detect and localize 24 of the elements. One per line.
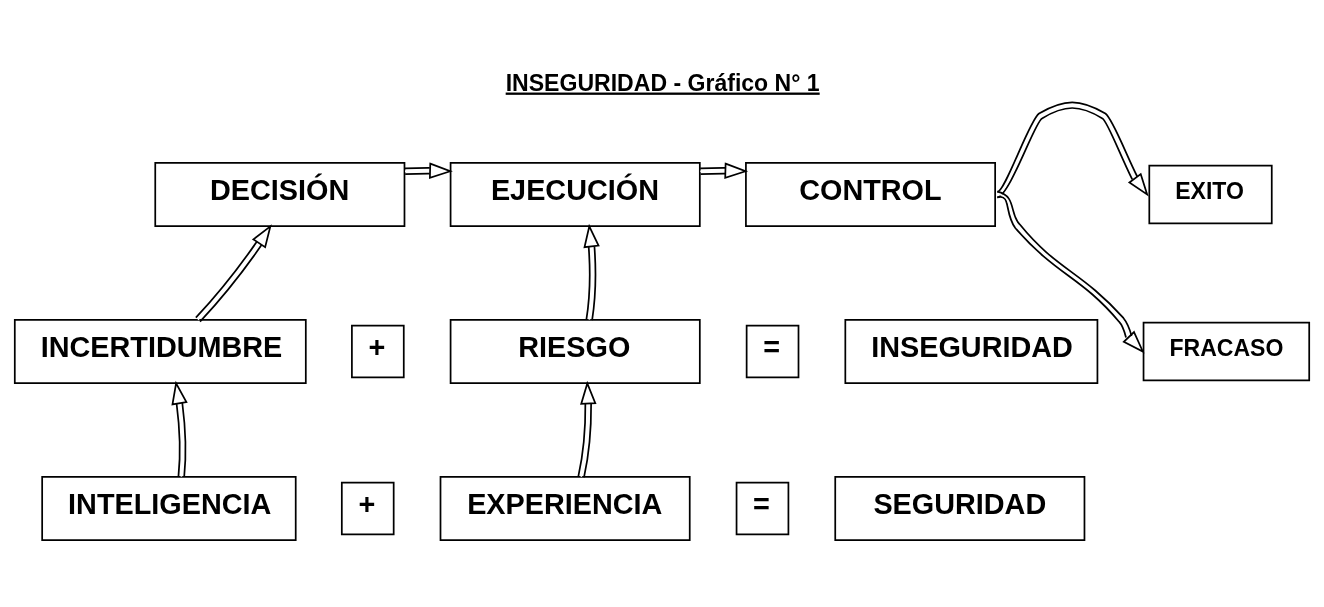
node-box: EXPERIENCIA [439,475,691,541]
arrow [699,161,749,179]
node-box: CONTROL [745,161,996,227]
node-box: SEGURIDAD [834,475,1086,541]
node-box: = [735,481,790,535]
node-box: DECISIÓN [154,161,406,227]
node-box: RIESGO [449,318,701,384]
arrow [996,101,1149,198]
arrow [583,223,600,321]
arrow [195,223,272,322]
arrow [404,161,453,179]
arrow [171,380,188,478]
node-box: EJECUCIÓN [449,161,701,227]
node-box: = [745,324,800,378]
node-box: INCERTIDUMBRE [13,318,307,384]
node-box: INTELIGENCIA [41,475,297,541]
node-box: INSEGURIDAD [844,318,1099,384]
node-box: + [351,324,405,378]
node-box: FRACASO [1142,321,1311,381]
arrow [996,190,1145,353]
arrow [577,380,597,478]
node-box: EXITO [1148,164,1273,224]
node-box: + [340,481,395,535]
diagram-title: INSEGURIDAD - Gráfico N° 1 [505,69,820,96]
